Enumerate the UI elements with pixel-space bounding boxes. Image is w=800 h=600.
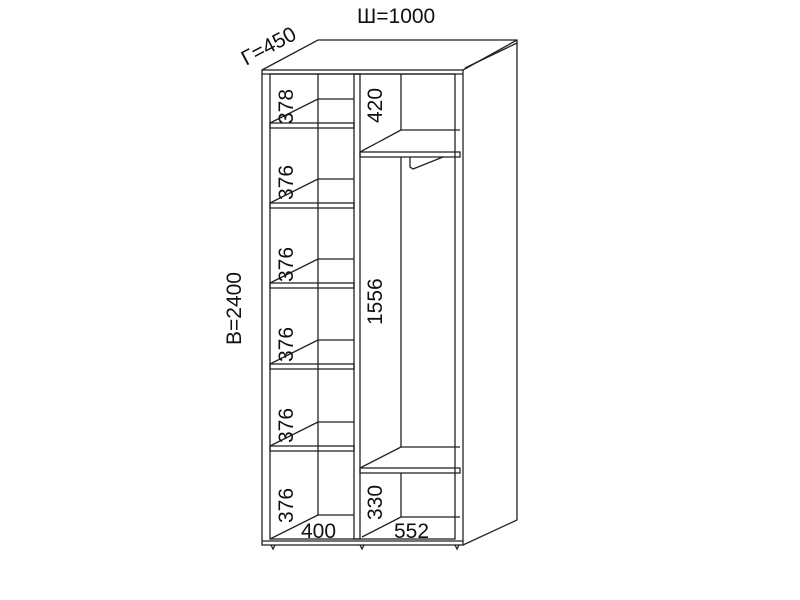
depth-label: Г=450 bbox=[238, 23, 301, 71]
left-section bbox=[269, 74, 354, 540]
left-shelf bbox=[269, 339, 355, 370]
left-shelf-height-3: 376 bbox=[275, 247, 298, 282]
left-shelf bbox=[269, 98, 355, 129]
left-shelf-height-2: 376 bbox=[275, 165, 298, 200]
left-shelf-height-1: 378 bbox=[275, 89, 298, 124]
wardrobe-body bbox=[261, 39, 518, 551]
left-shelf-height-4: 376 bbox=[275, 327, 298, 362]
hanging-rail bbox=[409, 156, 444, 170]
right-width-label: 552 bbox=[394, 520, 429, 543]
right-top-height: 420 bbox=[364, 88, 387, 123]
left-shelf bbox=[269, 178, 355, 209]
left-shelf bbox=[269, 258, 355, 289]
left-width-label: 400 bbox=[301, 520, 336, 543]
right-section bbox=[359, 74, 461, 538]
right-bottom-height: 330 bbox=[364, 485, 387, 520]
height-label: В=2400 bbox=[223, 272, 246, 345]
left-shelf bbox=[269, 421, 355, 452]
left-shelf-height-6: 376 bbox=[275, 488, 298, 523]
left-shelves bbox=[269, 98, 355, 452]
right-hanging-height: 1556 bbox=[364, 278, 387, 325]
width-label: Ш=1000 bbox=[357, 5, 435, 28]
left-shelf-height-5: 376 bbox=[275, 408, 298, 443]
